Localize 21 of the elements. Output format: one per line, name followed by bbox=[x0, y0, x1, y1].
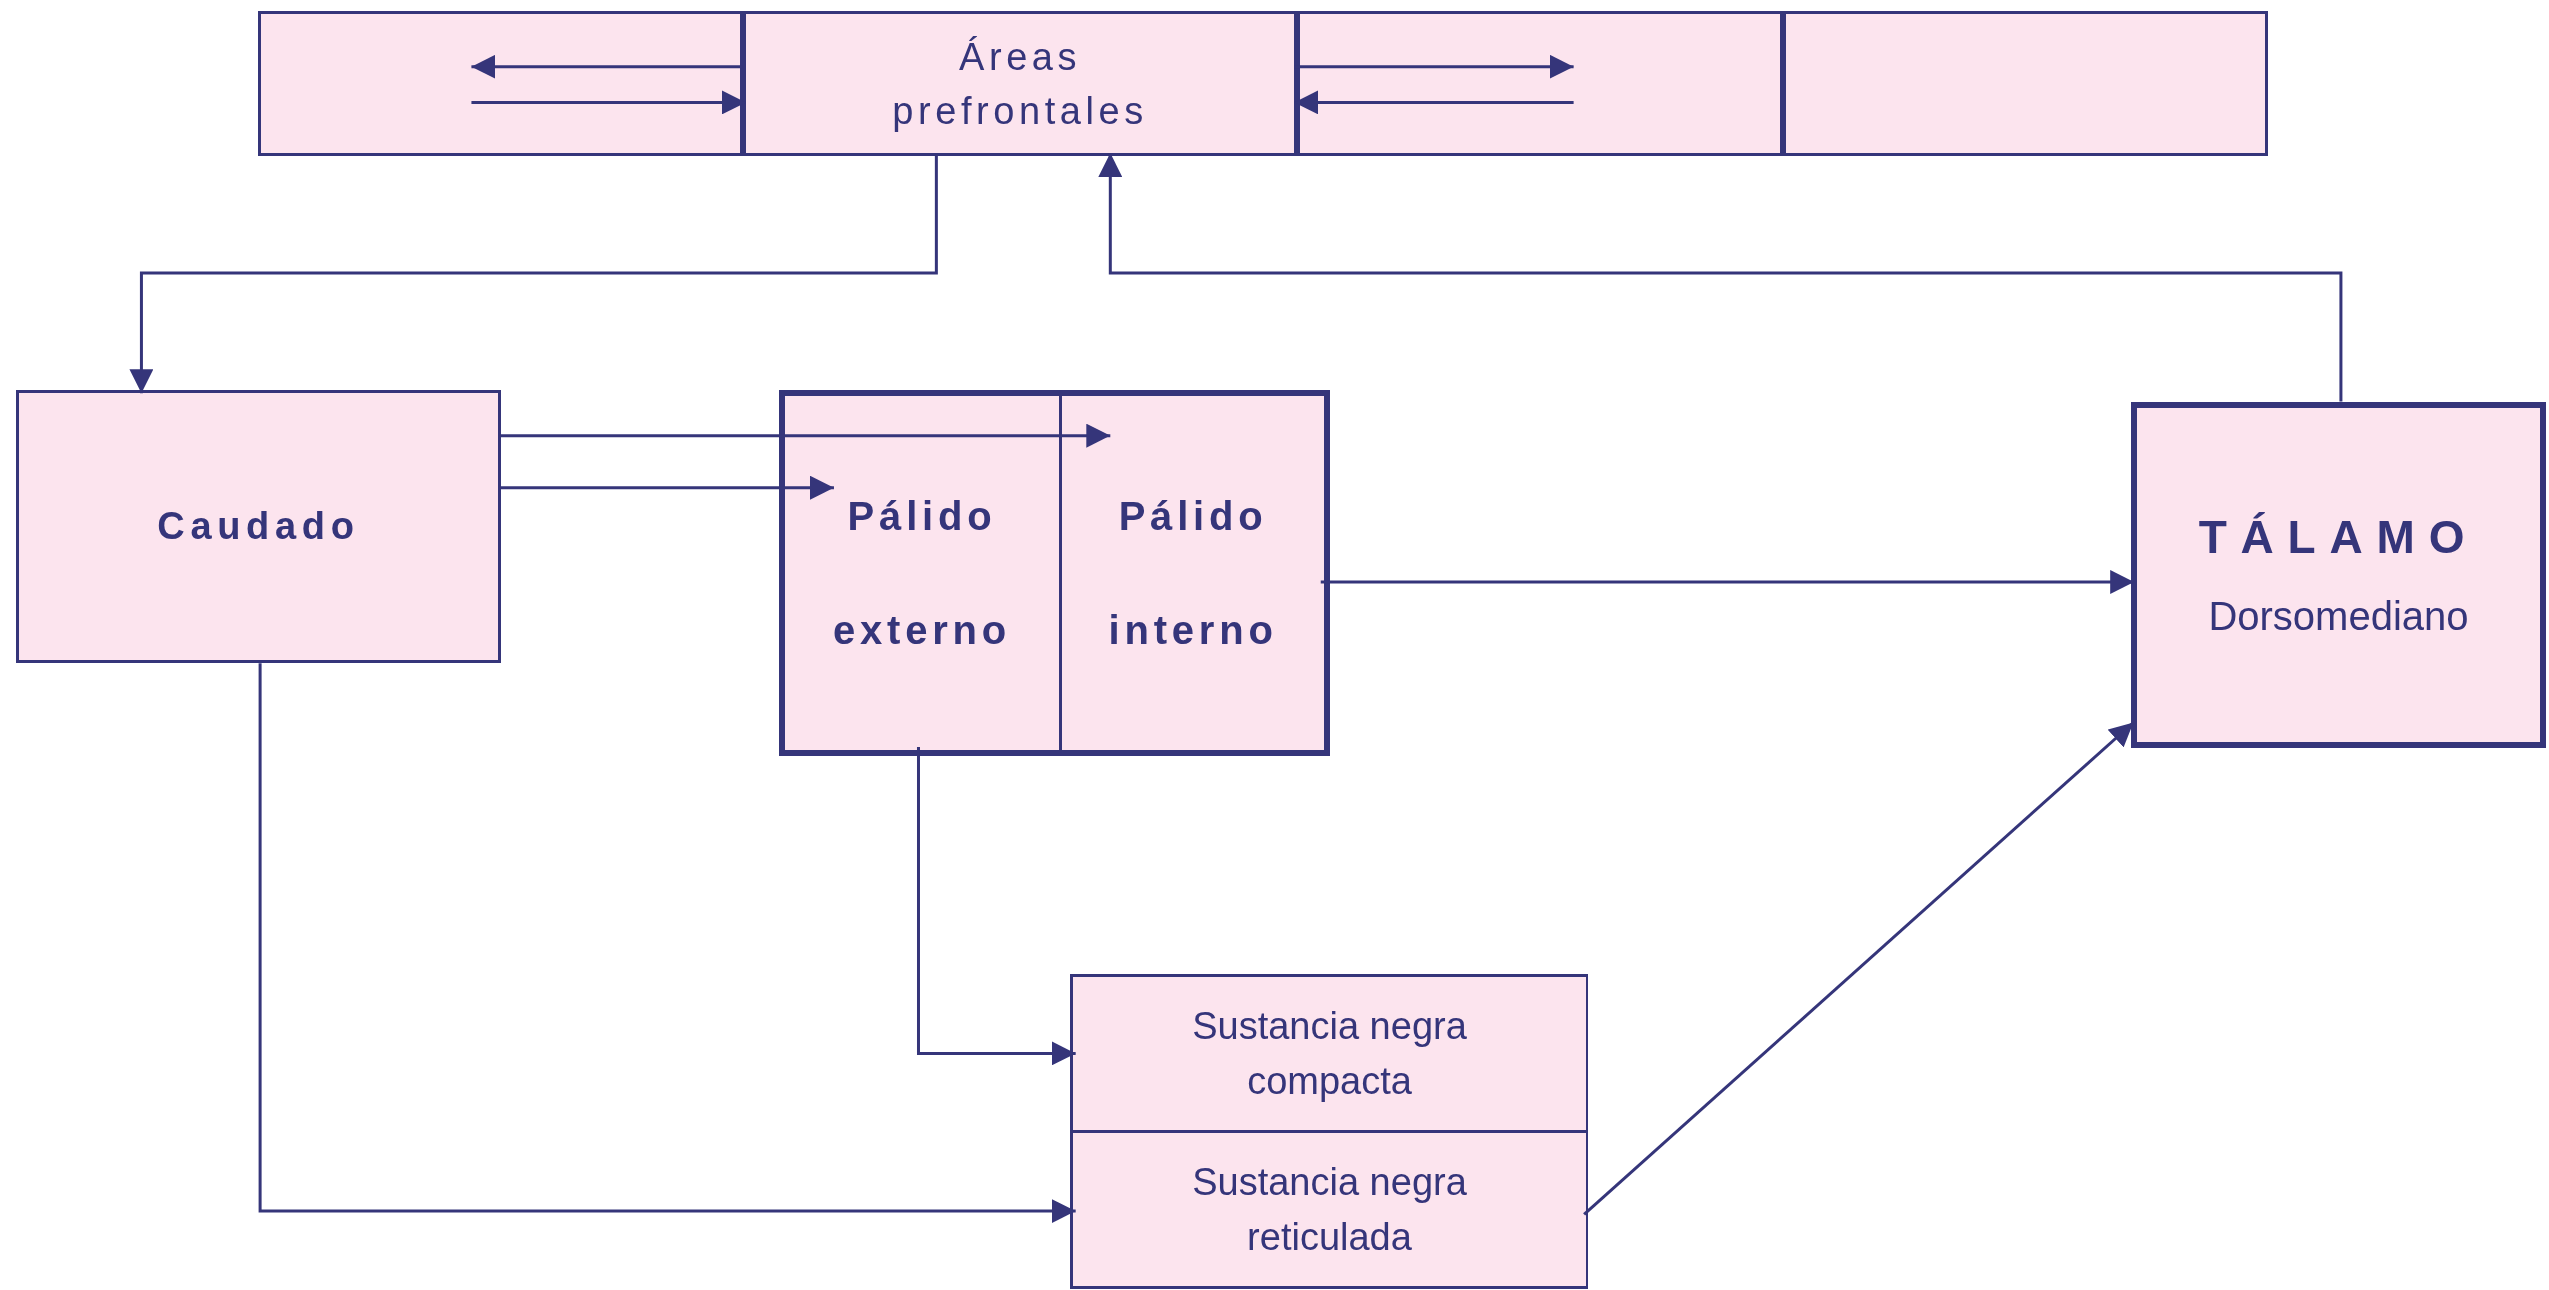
arrow bbox=[500, 423, 1111, 448]
region-box bbox=[2131, 401, 2546, 748]
region-box bbox=[16, 390, 501, 664]
region-label: Sustancia negra compacta bbox=[1191, 1003, 1468, 1104]
empty-box bbox=[1069, 973, 1589, 1290]
region-box bbox=[742, 11, 1298, 157]
arrow bbox=[129, 156, 938, 394]
region-label: Pálido externo bbox=[832, 493, 1013, 654]
region-label: TÁLAMO bbox=[2198, 510, 2479, 565]
region-label: Pálido interno bbox=[1107, 493, 1279, 654]
arrow bbox=[917, 746, 1076, 1066]
region-label: Caudado bbox=[157, 505, 360, 549]
region-label: Áreas prefrontales bbox=[891, 34, 1149, 134]
region-label: Sustancia negra reticulada bbox=[1191, 1159, 1468, 1260]
region-sublabel: Dorsomediano bbox=[2208, 594, 2469, 640]
arrow bbox=[500, 475, 834, 500]
arrow bbox=[1098, 153, 2343, 402]
region-cell bbox=[1072, 976, 1587, 1134]
arrow bbox=[258, 663, 1076, 1224]
empty-box bbox=[778, 390, 1330, 756]
arrow bbox=[471, 54, 743, 79]
